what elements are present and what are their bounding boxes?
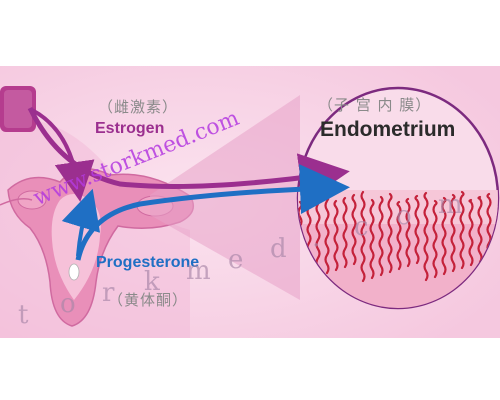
endometrium-chinese-label: （子 宫 内 膜） — [318, 96, 432, 114]
endometrium-label: Endometrium — [320, 118, 456, 141]
progesterone-label: Progesterone — [96, 254, 200, 271]
progesterone-arrow-right — [75, 164, 350, 261]
progesterone-chinese-label: （黄体酮） — [108, 291, 189, 309]
zoom-cone — [150, 95, 300, 300]
estrogen-label: Estrogen — [95, 120, 165, 137]
estrogen-chinese-label: （雌激素） — [98, 98, 179, 116]
gland-square — [0, 86, 36, 132]
estrogen-arrow-down — [31, 108, 95, 202]
estrogen-arrow-right — [27, 106, 350, 203]
